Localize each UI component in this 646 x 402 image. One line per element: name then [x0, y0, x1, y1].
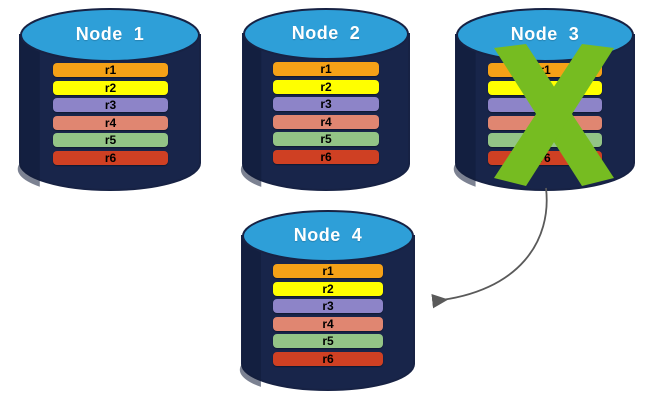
- replica-row[interactable]: r3: [273, 299, 383, 313]
- replica-row[interactable]: r3: [273, 97, 379, 111]
- cylinder-shading: [240, 34, 262, 187]
- replica-row[interactable]: r4: [488, 115, 602, 130]
- cylinder-top-ellipse: [243, 8, 409, 60]
- replica-row[interactable]: r4: [273, 316, 383, 331]
- replica-row-list: r1 r2 r3 r4 r5 r6: [273, 264, 383, 366]
- replica-row-label: r1: [322, 264, 334, 278]
- replica-row[interactable]: r3: [488, 98, 602, 112]
- replica-row-label: r2: [539, 80, 551, 95]
- replica-row-label: r6: [539, 150, 551, 165]
- replica-row-label: r6: [322, 351, 334, 366]
- replica-row-label: r2: [322, 281, 334, 296]
- replica-row[interactable]: r5: [273, 334, 383, 348]
- replica-row[interactable]: r1: [53, 63, 168, 77]
- replica-row-label: r3: [539, 98, 551, 112]
- replica-row[interactable]: r6: [53, 150, 168, 165]
- cylinder-top-ellipse: [20, 8, 200, 62]
- replica-row-list: r1 r2 r3 r4 r5 r6: [273, 62, 379, 164]
- replica-row-label: r2: [320, 79, 332, 94]
- replica-row[interactable]: r6: [273, 149, 379, 164]
- cylinder-top-ellipse: [242, 210, 414, 262]
- replica-row[interactable]: r4: [53, 115, 168, 130]
- replica-row-label: r4: [539, 115, 551, 130]
- replica-row-label: r4: [320, 114, 332, 129]
- replica-row-label: r3: [322, 299, 334, 313]
- replica-row[interactable]: r2: [273, 281, 383, 296]
- replica-row[interactable]: r1: [488, 63, 602, 77]
- replica-row[interactable]: r4: [273, 114, 379, 129]
- replica-row-label: r5: [104, 133, 117, 147]
- arrow-curve: [431, 187, 548, 309]
- replica-row-label: r6: [320, 149, 332, 164]
- replica-row[interactable]: r5: [53, 133, 168, 147]
- replica-row-label: r1: [104, 63, 117, 77]
- cylinder-shading: [17, 35, 40, 187]
- replica-row-list: r1 r2 r3 r4 r5 r6: [488, 63, 602, 165]
- replica-row-label: r4: [104, 115, 117, 130]
- cylinder-shading: [239, 236, 261, 387]
- replica-row-label: r6: [104, 150, 117, 165]
- replica-row-label: r1: [539, 63, 551, 77]
- replica-row[interactable]: r2: [273, 79, 379, 94]
- replica-row-label: r2: [104, 80, 117, 95]
- replica-row[interactable]: r6: [488, 150, 602, 165]
- replica-row-label: r3: [320, 97, 332, 111]
- replica-row[interactable]: r2: [53, 80, 168, 95]
- replica-row[interactable]: r1: [273, 264, 383, 278]
- replica-row-label: r3: [104, 98, 117, 112]
- replica-row-label: r1: [320, 62, 332, 76]
- cylinder-shading: [453, 35, 476, 187]
- replica-row-label: r5: [322, 334, 334, 348]
- replica-row-list: r1 r2 r3 r4 r5 r6: [53, 63, 168, 165]
- cylinder-top-ellipse: [456, 8, 634, 62]
- replica-row[interactable]: r5: [273, 132, 379, 146]
- replica-row[interactable]: r6: [273, 351, 383, 366]
- replica-row-label: r4: [322, 316, 334, 331]
- replica-row[interactable]: r1: [273, 62, 379, 76]
- replica-row-label: r5: [539, 133, 551, 147]
- replica-row[interactable]: r5: [488, 133, 602, 147]
- replica-row[interactable]: r3: [53, 98, 168, 112]
- replica-row[interactable]: r2: [488, 80, 602, 95]
- replica-row-label: r5: [320, 132, 332, 146]
